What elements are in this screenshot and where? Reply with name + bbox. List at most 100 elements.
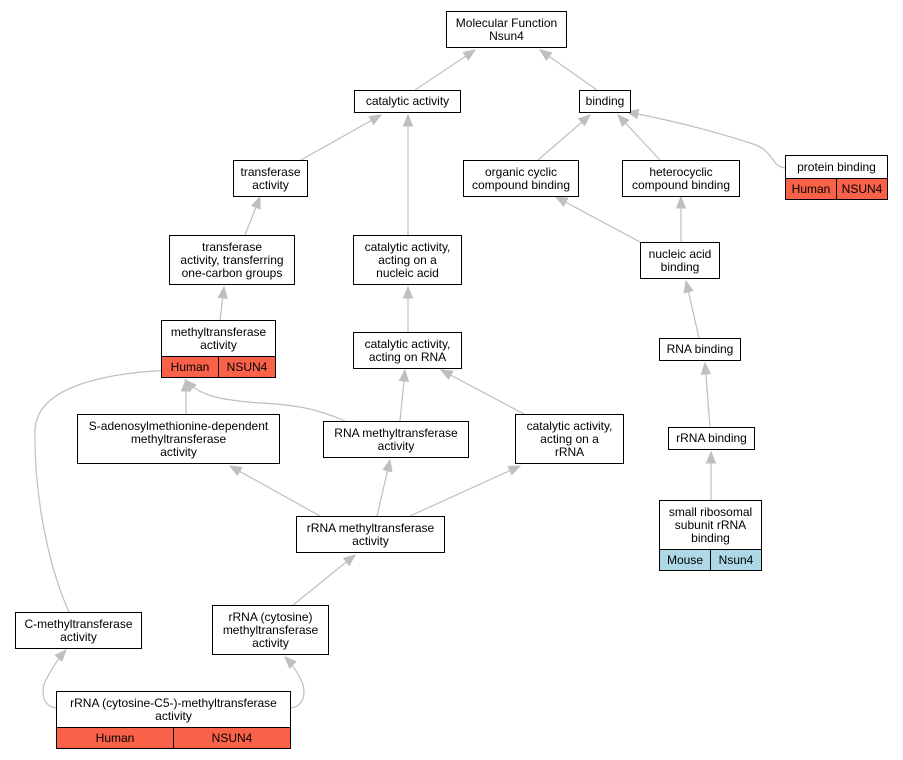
go-term-rrnabind[interactable]: rRNA binding bbox=[668, 427, 755, 450]
edge-cmeth-to-meth bbox=[34, 365, 177, 613]
edge-cytmeth-to-rrnameth bbox=[292, 554, 357, 606]
edge-c5meth-to-cmeth bbox=[42, 649, 67, 709]
edge-arrowhead bbox=[439, 369, 454, 381]
go-term-label: catalytic activity,acting on RNA bbox=[354, 333, 461, 368]
go-term-label: RNA binding bbox=[660, 339, 740, 360]
edge-arrowhead bbox=[577, 114, 591, 127]
edge-ssu-to-rrnabind bbox=[705, 450, 717, 500]
edge-arrowhead bbox=[554, 196, 569, 208]
go-term-rnabind[interactable]: RNA binding bbox=[659, 338, 741, 361]
go-term-bind[interactable]: binding bbox=[579, 90, 631, 113]
edge-transone-to-trans bbox=[244, 195, 261, 236]
edge-arrowhead bbox=[462, 49, 477, 61]
edge-rnameth-to-meth bbox=[184, 379, 346, 422]
go-term-label-text: protein binding bbox=[797, 159, 876, 174]
go-term-catrna[interactable]: catalytic activity,acting on RNA bbox=[353, 332, 462, 369]
edge-catrrna-to-catrna bbox=[439, 369, 525, 415]
edge-arrowhead bbox=[54, 649, 67, 663]
annotation-gene: NSUN4 bbox=[218, 357, 275, 377]
edge-line bbox=[539, 49, 598, 91]
edge-rrnameth-to-rnameth bbox=[376, 458, 393, 517]
edge-line bbox=[414, 49, 476, 91]
edge-arrowhead bbox=[368, 114, 383, 126]
go-term-label: protein binding bbox=[786, 156, 887, 178]
edge-arrowhead bbox=[617, 114, 630, 127]
edge-line bbox=[300, 114, 382, 161]
annotation-gene: NSUN4 bbox=[836, 179, 887, 199]
go-term-label-text: RNA binding bbox=[666, 342, 734, 356]
edge-arrowhead bbox=[382, 458, 393, 473]
edge-catnuc-to-cat bbox=[402, 113, 414, 235]
edge-line bbox=[555, 196, 641, 243]
go-term-label-text: catalytic activity bbox=[365, 94, 450, 108]
edge-rrnameth-to-catrrna bbox=[409, 465, 522, 517]
edge-arrowhead bbox=[700, 361, 712, 375]
go-term-label: catalytic activity bbox=[355, 91, 460, 112]
edge-line bbox=[34, 369, 176, 613]
edge-c5meth-to-cytmeth bbox=[284, 656, 305, 709]
edge-arrowhead bbox=[705, 450, 717, 464]
edge-line bbox=[440, 369, 525, 415]
edge-nucbind-to-orgcyc bbox=[554, 196, 641, 243]
edge-line bbox=[626, 111, 786, 169]
annotation-species: Human bbox=[162, 357, 218, 377]
edge-arrowhead bbox=[284, 656, 297, 669]
edge-line bbox=[229, 465, 321, 517]
edge-meth-to-transone bbox=[217, 285, 228, 321]
edge-line bbox=[292, 554, 356, 606]
annotation-gene: NSUN4 bbox=[173, 728, 290, 748]
edge-trans-to-cat bbox=[300, 114, 383, 161]
go-term-label-text: rRNA binding bbox=[676, 431, 747, 445]
edge-line bbox=[184, 379, 346, 422]
go-term-label: rRNA binding bbox=[669, 428, 754, 449]
edge-arrowhead bbox=[402, 285, 414, 299]
edge-arrowhead bbox=[250, 195, 261, 210]
edge-rrnameth-to-sam bbox=[228, 465, 321, 517]
edge-orgcyc-to-bind bbox=[537, 114, 591, 161]
annotation-species: Mouse bbox=[660, 550, 710, 570]
go-term-label: binding bbox=[580, 91, 630, 112]
go-term-cat[interactable]: catalytic activity bbox=[354, 90, 461, 113]
